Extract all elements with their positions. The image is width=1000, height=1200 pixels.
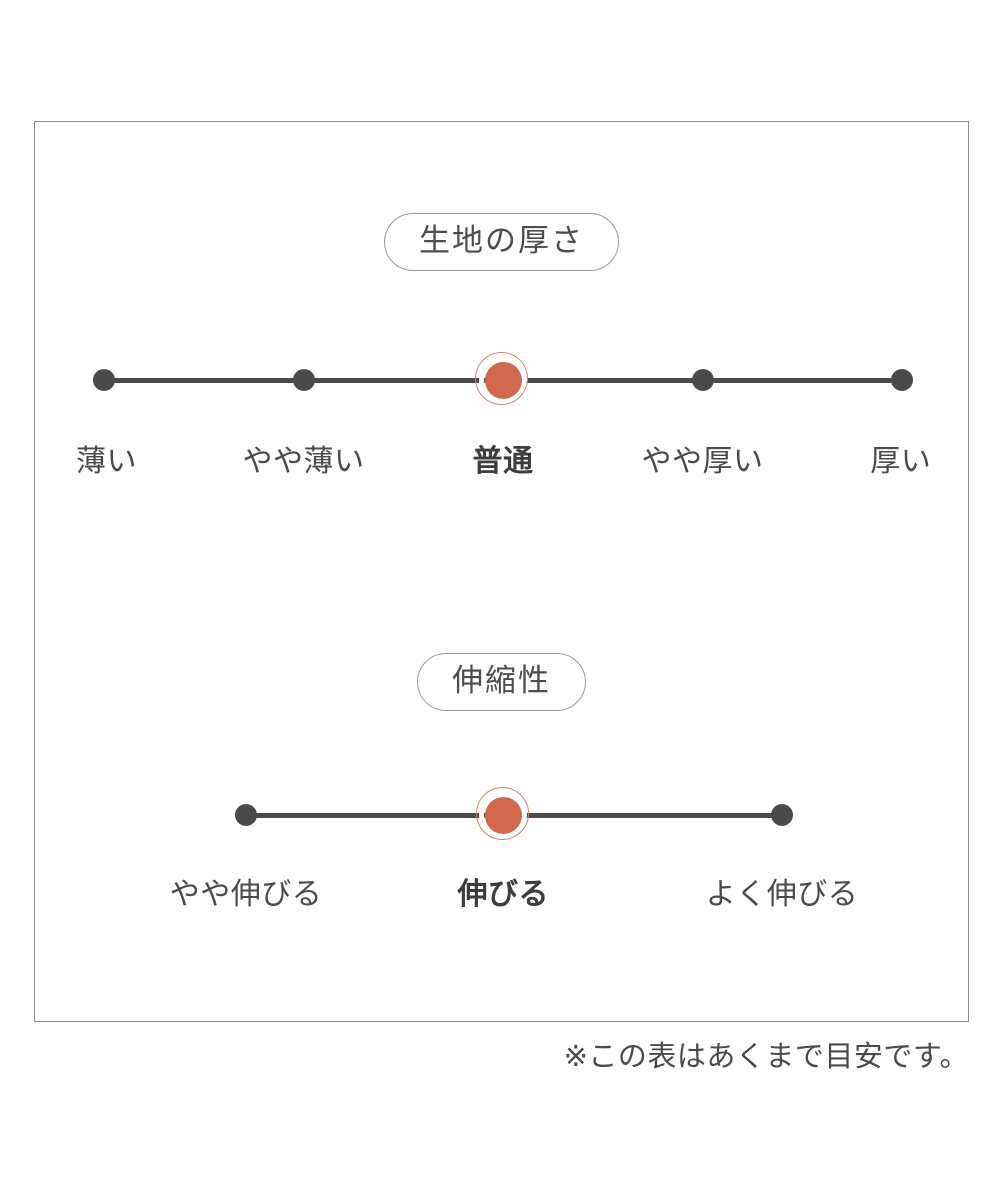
stretch-node-1[interactable] — [235, 804, 257, 826]
footnote-disclaimer: ※この表はあくまで目安です。 — [563, 1041, 969, 1073]
stretch-scale — [235, 787, 793, 841]
fabric-spec-panel: 生地の厚さ 薄い やや薄い 普通 やや厚い 厚い 伸縮性 — [34, 121, 969, 1022]
stretch-node-2-selected[interactable] — [475, 787, 529, 841]
thickness-heading-wrap: 生地の厚さ — [35, 213, 968, 271]
thickness-node-4[interactable] — [691, 369, 714, 391]
stretch-label-2-selected: 伸びる — [457, 878, 550, 911]
thickness-heading-pill: 生地の厚さ — [384, 213, 619, 271]
thickness-label-3-selected: 普通 — [472, 445, 534, 478]
thickness-node-3-selected[interactable] — [475, 352, 529, 406]
thickness-node-2[interactable] — [292, 369, 315, 391]
thickness-labels: 薄い やや薄い 普通 やや厚い 厚い — [76, 442, 931, 488]
thickness-node-5[interactable] — [891, 369, 913, 391]
stretch-labels: やや伸びる 伸びる よく伸びる — [170, 875, 858, 921]
stretch-heading-wrap: 伸縮性 — [35, 653, 968, 711]
thickness-label-1: 薄い — [75, 445, 137, 478]
thickness-scale — [93, 352, 913, 406]
thickness-node-1[interactable] — [93, 369, 115, 391]
stretch-heading-pill: 伸縮性 — [417, 653, 586, 711]
thickness-label-5: 厚い — [870, 445, 932, 478]
stretch-label-1: やや伸びる — [169, 878, 323, 911]
stretch-label-3: よく伸びる — [705, 878, 859, 911]
stretch-node-3[interactable] — [771, 804, 793, 826]
thickness-label-4: やや厚い — [641, 445, 764, 478]
thickness-label-2: やや薄い — [242, 445, 365, 478]
